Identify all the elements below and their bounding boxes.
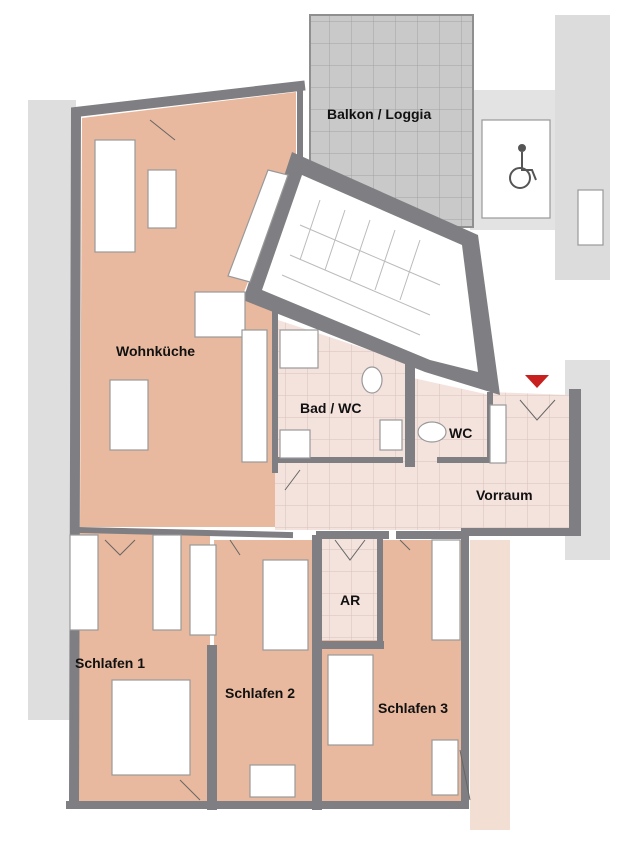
label-wc: WC (449, 425, 473, 441)
washbasin (379, 419, 403, 451)
room-ar (322, 538, 380, 640)
desk (431, 739, 459, 796)
label-schlafen-1: Schlafen 1 (75, 655, 146, 671)
sofa (94, 139, 136, 253)
side-table (147, 169, 177, 229)
kitchen-counter (241, 329, 268, 463)
neighbor-area-lower (470, 540, 510, 830)
stove (194, 291, 246, 338)
washing-machine (279, 429, 311, 459)
bed (262, 559, 309, 651)
toilet (361, 366, 383, 394)
label-bad: Bad / WC (300, 400, 362, 416)
bed (327, 654, 374, 746)
desk (249, 764, 296, 798)
stairwell (262, 175, 478, 372)
wardrobe (189, 544, 217, 636)
label-ar: AR (340, 592, 361, 608)
wardrobe (431, 539, 461, 641)
dining-table (109, 379, 149, 451)
label-vorraum: Vorraum (476, 487, 533, 503)
stairs (281, 199, 441, 336)
label-schlafen-3: Schlafen 3 (378, 700, 449, 716)
outer-strip (28, 100, 76, 720)
label-schlafen-2: Schlafen 2 (225, 685, 296, 701)
double-bed (111, 679, 191, 776)
label-balkon: Balkon / Loggia (327, 106, 432, 122)
wardrobe-neighbor (577, 189, 604, 246)
wardrobe (69, 534, 99, 631)
room-wc (413, 378, 490, 460)
entrance-marker-icon (525, 375, 549, 388)
doors (104, 119, 556, 801)
wardrobe (152, 534, 182, 631)
toilet (417, 421, 447, 443)
cabinet (489, 404, 507, 464)
label-wohnkueche: Wohnküche (116, 343, 196, 359)
furniture (69, 119, 604, 798)
shower (279, 329, 319, 369)
sideboard (227, 169, 289, 283)
wheelchair-icon (509, 144, 537, 189)
